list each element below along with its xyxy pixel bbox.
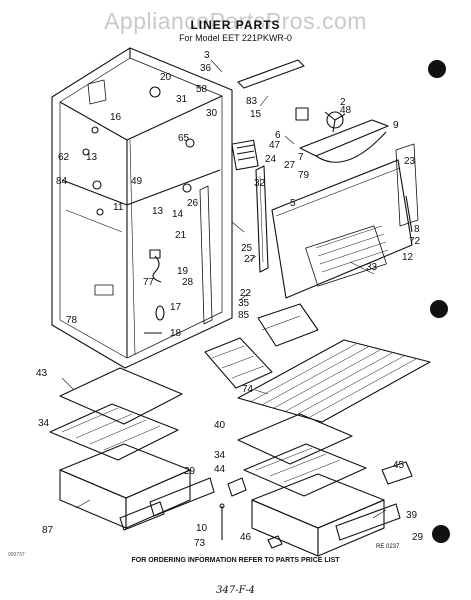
binder-hole — [430, 300, 448, 318]
part-label: 7 — [298, 152, 304, 163]
part-label: 15 — [250, 109, 262, 120]
part-label: 17 — [170, 302, 182, 313]
part-label: 9 — [393, 120, 399, 131]
right-crisper-set — [227, 413, 413, 557]
small-hardware — [219, 503, 283, 549]
top-trim-bar — [237, 59, 305, 89]
part-label: 39 — [406, 510, 418, 521]
scan-id: 900737 — [8, 552, 25, 558]
part-label: 2 — [340, 97, 346, 108]
diagram-title: LINER PARTS — [190, 18, 281, 32]
part-label: 22 — [240, 288, 252, 299]
left-shelf-set — [49, 367, 215, 531]
cabinet-liner — [51, 47, 233, 369]
part-label: 36 — [200, 63, 212, 74]
ordering-note: FOR ORDERING INFORMATION REFER TO PARTS … — [131, 557, 340, 564]
binder-hole — [428, 60, 446, 78]
part-label: 77 — [143, 277, 155, 288]
part-label: 65 — [178, 133, 190, 144]
part-label: 29 — [412, 532, 424, 543]
part-label: 74 — [242, 384, 254, 395]
part-label: 5 — [290, 198, 296, 209]
part-label: 44 — [214, 464, 226, 475]
part-label: 24 — [265, 154, 277, 165]
part-label: 46 — [240, 532, 252, 543]
part-label: 43 — [36, 368, 48, 379]
part-label: 84 — [56, 176, 68, 187]
part-label: 78 — [66, 315, 78, 326]
part-label: 27 — [284, 160, 296, 171]
part-label: 14 — [172, 209, 184, 220]
part-label: 18 — [170, 328, 182, 339]
part-label: 13 — [152, 206, 164, 217]
part-label: 73 — [194, 538, 206, 549]
part-label: 3 — [204, 50, 210, 61]
part-label: 28 — [182, 277, 194, 288]
part-label: 25 — [241, 243, 253, 254]
part-label: 87 — [42, 525, 54, 536]
part-label: 35 — [238, 298, 250, 309]
part-label: 30 — [206, 108, 218, 119]
part-label: 29 — [184, 466, 196, 477]
part-label: 19 — [177, 266, 189, 277]
ice-tray-and-bucket — [204, 303, 319, 389]
part-label: 16 — [110, 112, 122, 123]
part-label: 6 — [275, 130, 281, 141]
watermark: AppliancePartsPros.com — [104, 8, 367, 34]
part-number-labels: 3 36 20 58 31 30 16 65 13 62 84 49 11 13… — [36, 50, 424, 549]
part-label: 32 — [254, 178, 266, 189]
part-label: 49 — [131, 176, 143, 187]
evaporator-fan-assembly — [231, 107, 389, 171]
part-label: 40 — [214, 420, 226, 431]
part-label: 34 — [214, 450, 226, 461]
part-label: 33 — [366, 262, 378, 273]
document-code: RE 0237 — [376, 544, 400, 550]
part-label: 27 — [244, 254, 256, 265]
part-label: 26 — [187, 198, 199, 209]
part-label: 20 — [160, 72, 172, 83]
part-label: 58 — [196, 84, 208, 95]
part-label: 21 — [175, 230, 187, 241]
model-number: For Model EET 221PKWR-0 — [179, 33, 292, 43]
wire-shelf — [237, 339, 431, 423]
vertical-rail — [199, 165, 269, 325]
part-label: 13 — [86, 152, 98, 163]
part-label: 31 — [176, 94, 188, 105]
binder-hole — [432, 525, 450, 543]
leader-lines — [61, 59, 387, 519]
part-label: 85 — [238, 310, 250, 321]
part-label: 72 — [409, 236, 421, 247]
part-label: 48 — [340, 105, 352, 116]
part-label: 11 — [113, 202, 124, 213]
part-label: 62 — [58, 152, 70, 163]
part-label: 45 — [393, 460, 405, 471]
part-label: 8 — [414, 224, 420, 235]
part-label: 10 — [196, 523, 208, 534]
part-label: 83 — [246, 96, 258, 107]
part-label: 79 — [298, 170, 310, 181]
part-label: 34 — [38, 418, 50, 429]
part-label: 23 — [404, 156, 416, 167]
part-label: 12 — [402, 252, 414, 263]
part-label: 47 — [269, 140, 281, 151]
rear-panel — [271, 143, 419, 299]
page-mark: 347-F-4 — [216, 585, 255, 596]
